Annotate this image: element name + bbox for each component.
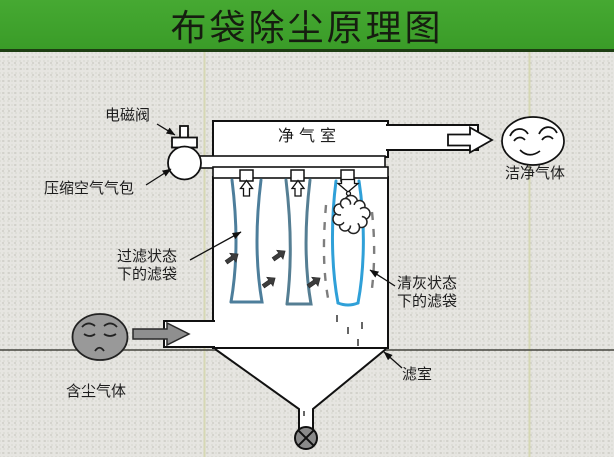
filtering-bag-label-line1: 过滤状态 bbox=[117, 249, 178, 265]
clean-gas-label: 洁净气体 bbox=[505, 166, 566, 182]
compressed-air-bag-label: 压缩空气气包 bbox=[44, 181, 135, 197]
solenoid-valve-label: 电磁阀 bbox=[105, 108, 151, 124]
sad-face-icon bbox=[71, 313, 129, 361]
filtering-bag-label: 过滤状态 下的滤袋 bbox=[117, 249, 177, 284]
filter-bag-cleaning bbox=[330, 179, 365, 307]
clean-air-chamber-label: 净气室 bbox=[278, 128, 342, 145]
falling-dust-ticks bbox=[303, 315, 363, 416]
pulse-cloud-icon bbox=[332, 194, 371, 235]
tube-sheet bbox=[212, 166, 389, 182]
inlet-arrow-icon bbox=[132, 321, 191, 347]
compressed-air-bag bbox=[167, 125, 202, 181]
cleaning-bag-label-line2: 下的滤袋 bbox=[397, 293, 458, 310]
dust-fall-dashes bbox=[322, 204, 376, 299]
slide-title: 布袋除尘原理图 bbox=[170, 7, 444, 48]
cleaning-bag-label: 清灰状态 下的滤袋 bbox=[397, 276, 457, 311]
filter-bag-filtering-2 bbox=[284, 178, 313, 306]
label-pointer-arrows bbox=[145, 123, 403, 369]
title-banner: 布袋除尘原理图 bbox=[0, 0, 614, 52]
filtering-bag-label-line2: 下的滤袋 bbox=[117, 266, 178, 283]
happy-face-icon bbox=[501, 116, 565, 166]
hopper bbox=[214, 348, 387, 429]
up-flow-arrows bbox=[239, 179, 306, 197]
rotary-valve-icon bbox=[294, 426, 318, 450]
dust-flow-arrows bbox=[224, 249, 321, 289]
blow-pipe bbox=[198, 155, 386, 169]
filter-bag-filtering-1 bbox=[229, 178, 264, 304]
filter-chamber-label: 滤室 bbox=[402, 367, 433, 383]
cleaning-bag-label-line1: 清灰状态 bbox=[397, 276, 458, 292]
outlet-arrow-icon bbox=[447, 125, 494, 155]
dusty-gas-label: 含尘气体 bbox=[66, 384, 127, 400]
